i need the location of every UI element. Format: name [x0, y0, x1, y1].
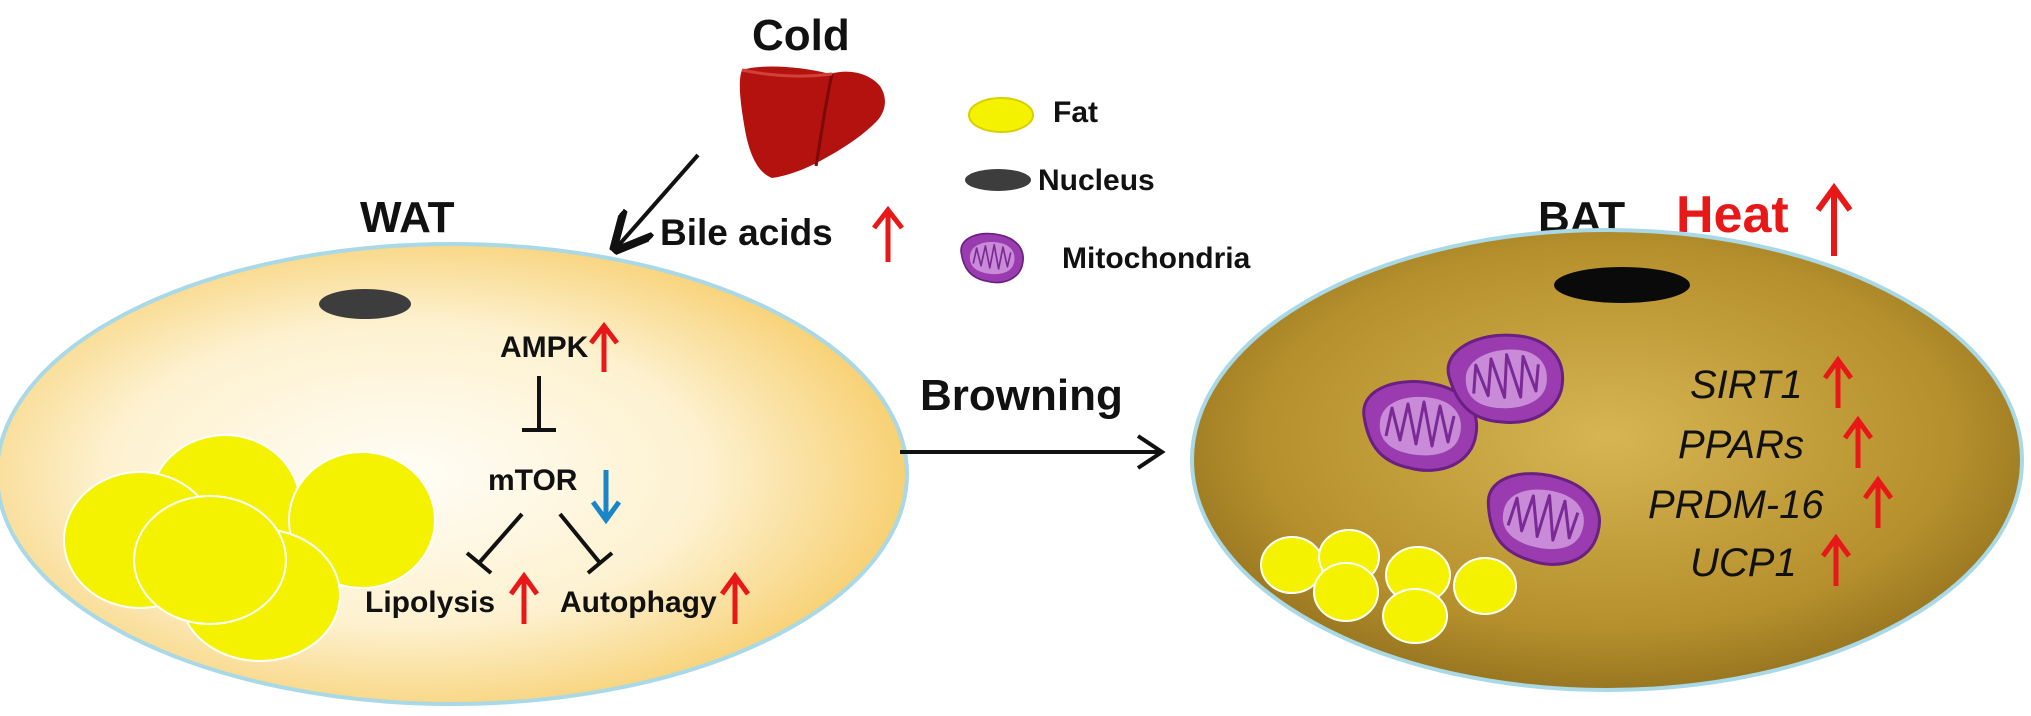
gene-sirt1-label: SIRT1	[1690, 363, 1803, 407]
wat-fat-droplets	[63, 434, 436, 662]
fat-legend-icon	[968, 97, 1034, 133]
legend-fat-label: Fat	[1053, 96, 1098, 129]
cold-label: Cold	[752, 11, 850, 60]
liver-icon	[739, 66, 885, 178]
wat-nucleus	[319, 289, 411, 319]
bat-nucleus	[1554, 267, 1690, 303]
gene-ucp1-label: UCP1	[1690, 541, 1797, 585]
gene-prdm16-label: PRDM-16	[1648, 483, 1824, 527]
mtor-inhibits-autophagy-bar	[558, 512, 614, 575]
mitochondria-legend-icon	[960, 232, 1024, 284]
ucp1-up-arrow-icon	[1820, 533, 1852, 586]
cold-to-wat-arrow	[618, 153, 700, 246]
mtor-label: mTOR	[488, 464, 578, 497]
ppars-up-arrow-icon	[1842, 415, 1874, 468]
gene-ppars-label: PPARs	[1678, 423, 1804, 467]
sirt1-up-arrow-icon	[1822, 355, 1854, 408]
heat-up-arrow-icon	[1815, 182, 1853, 256]
bile-acids-up-arrow-icon	[872, 205, 904, 262]
bile-acids-label: Bile acids	[660, 212, 833, 253]
lipolysis-label: Lipolysis	[365, 586, 495, 619]
prdm16-up-arrow-icon	[1862, 475, 1894, 528]
autophagy-up-arrow-icon	[719, 571, 751, 624]
mtor-down-arrow-icon	[590, 470, 622, 525]
mtor-inhibits-lipolysis-bar	[465, 512, 524, 575]
legend-nucleus-label: Nucleus	[1038, 164, 1155, 197]
ampk-up-arrow-icon	[589, 321, 619, 372]
nucleus-legend-icon	[965, 169, 1031, 191]
bat-fat-droplets	[1260, 529, 1517, 644]
ampk-inhibits-mtor-bar	[522, 376, 556, 432]
browning-label: Browning	[920, 371, 1123, 420]
legend-mitochondria-label: Mitochondria	[1062, 242, 1251, 275]
browning-arrow	[900, 434, 1166, 470]
autophagy-label: Autophagy	[560, 586, 717, 619]
lipolysis-up-arrow-icon	[508, 571, 540, 624]
wat-title: WAT	[360, 193, 455, 242]
ampk-label: AMPK	[500, 331, 589, 364]
